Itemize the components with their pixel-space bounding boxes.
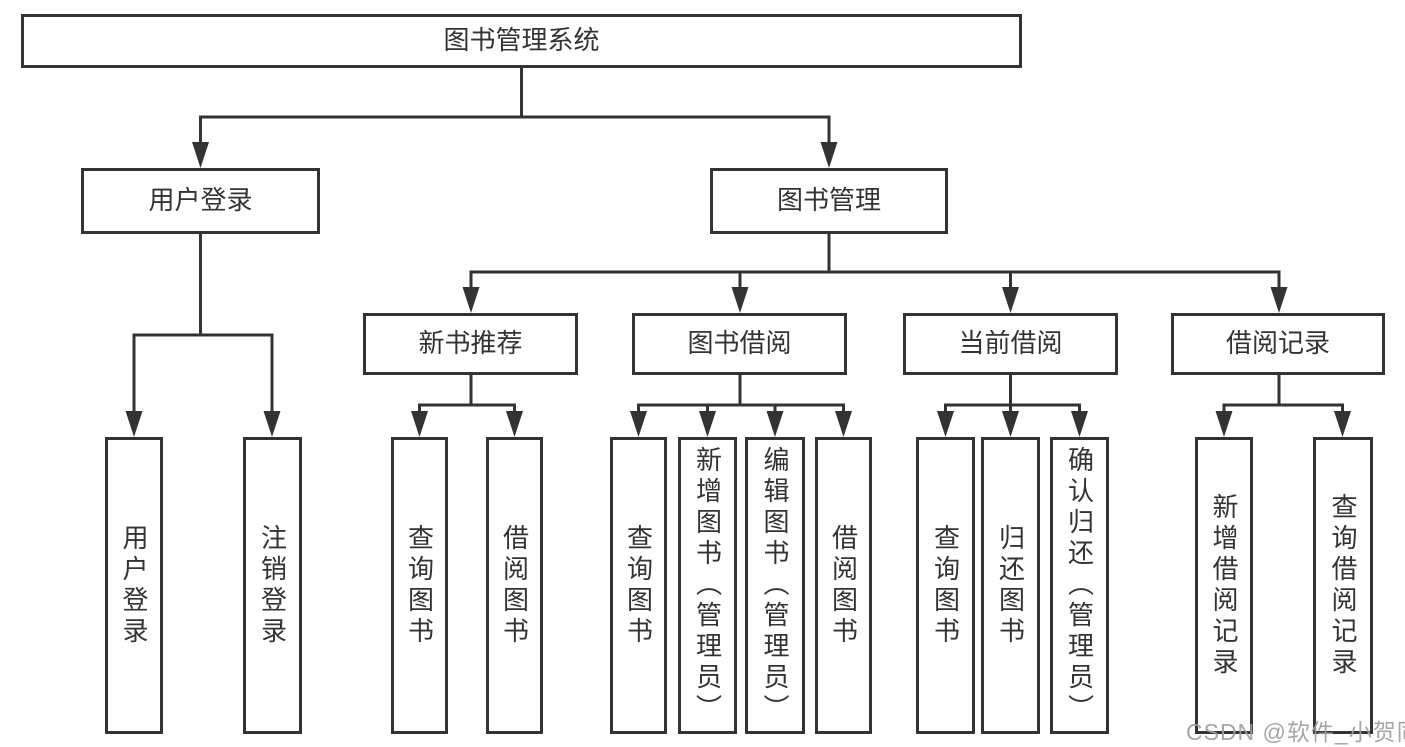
node-label: 查询借阅记录: [1328, 492, 1358, 679]
node-label: 借阅图书: [828, 523, 859, 648]
node-label: 查询图书: [623, 523, 654, 648]
node-label: 注销登录: [257, 523, 288, 648]
node-label: 新增图书（管理员）: [692, 446, 723, 725]
leaf-query-books-borrowing: 查询图书: [610, 437, 667, 734]
leaf-return-books: 归还图书: [981, 437, 1040, 734]
node-book-management: 图书管理: [710, 168, 948, 234]
node-label: 图书借阅: [687, 328, 792, 359]
node-book-borrowing: 图书借阅: [632, 313, 847, 375]
leaf-add-books-admin: 新增图书（管理员）: [678, 437, 737, 734]
node-label: 归还图书: [995, 523, 1026, 648]
node-label: 用户登录: [119, 523, 149, 648]
leaf-borrow-books-recommend: 借阅图书: [486, 437, 543, 734]
node-label: 查询图书: [404, 523, 435, 648]
node-system-root: 图书管理系统: [21, 14, 1022, 68]
leaf-query-books-recommend: 查询图书: [391, 437, 448, 734]
node-label: 图书管理: [776, 185, 881, 216]
leaf-borrow-books: 借阅图书: [815, 437, 872, 734]
leaf-confirm-return-admin: 确认归还（管理员）: [1050, 437, 1109, 734]
node-label: 确认归还（管理员）: [1064, 446, 1095, 725]
leaf-query-books-current: 查询图书: [916, 437, 975, 734]
node-label: 图书管理系统: [443, 25, 600, 56]
leaf-add-borrow-record: 新增借阅记录: [1195, 437, 1253, 734]
leaf-user-login: 用户登录: [105, 437, 163, 734]
arrowheads: [125, 142, 1351, 437]
leaf-query-borrow-record: 查询借阅记录: [1313, 437, 1373, 734]
node-borrowing-records: 借阅记录: [1171, 313, 1385, 375]
node-current-borrowing: 当前借阅: [903, 313, 1118, 375]
leaf-logout: 注销登录: [243, 437, 302, 734]
node-label: 查询图书: [930, 523, 961, 648]
node-label: 用户登录: [148, 185, 253, 216]
node-label: 借阅图书: [499, 523, 530, 648]
leaf-edit-books-admin: 编辑图书（管理员）: [745, 437, 805, 734]
node-new-book-recommend: 新书推荐: [363, 313, 578, 375]
node-label: 当前借阅: [958, 328, 1063, 359]
csdn-watermark: CSDN @软件_小贺同学: [1186, 719, 1405, 745]
node-label: 编辑图书（管理员）: [760, 446, 790, 725]
node-user-login: 用户登录: [81, 168, 320, 234]
node-label: 借阅记录: [1225, 328, 1330, 359]
node-label: 新增借阅记录: [1209, 492, 1239, 679]
node-label: 新书推荐: [418, 328, 523, 359]
